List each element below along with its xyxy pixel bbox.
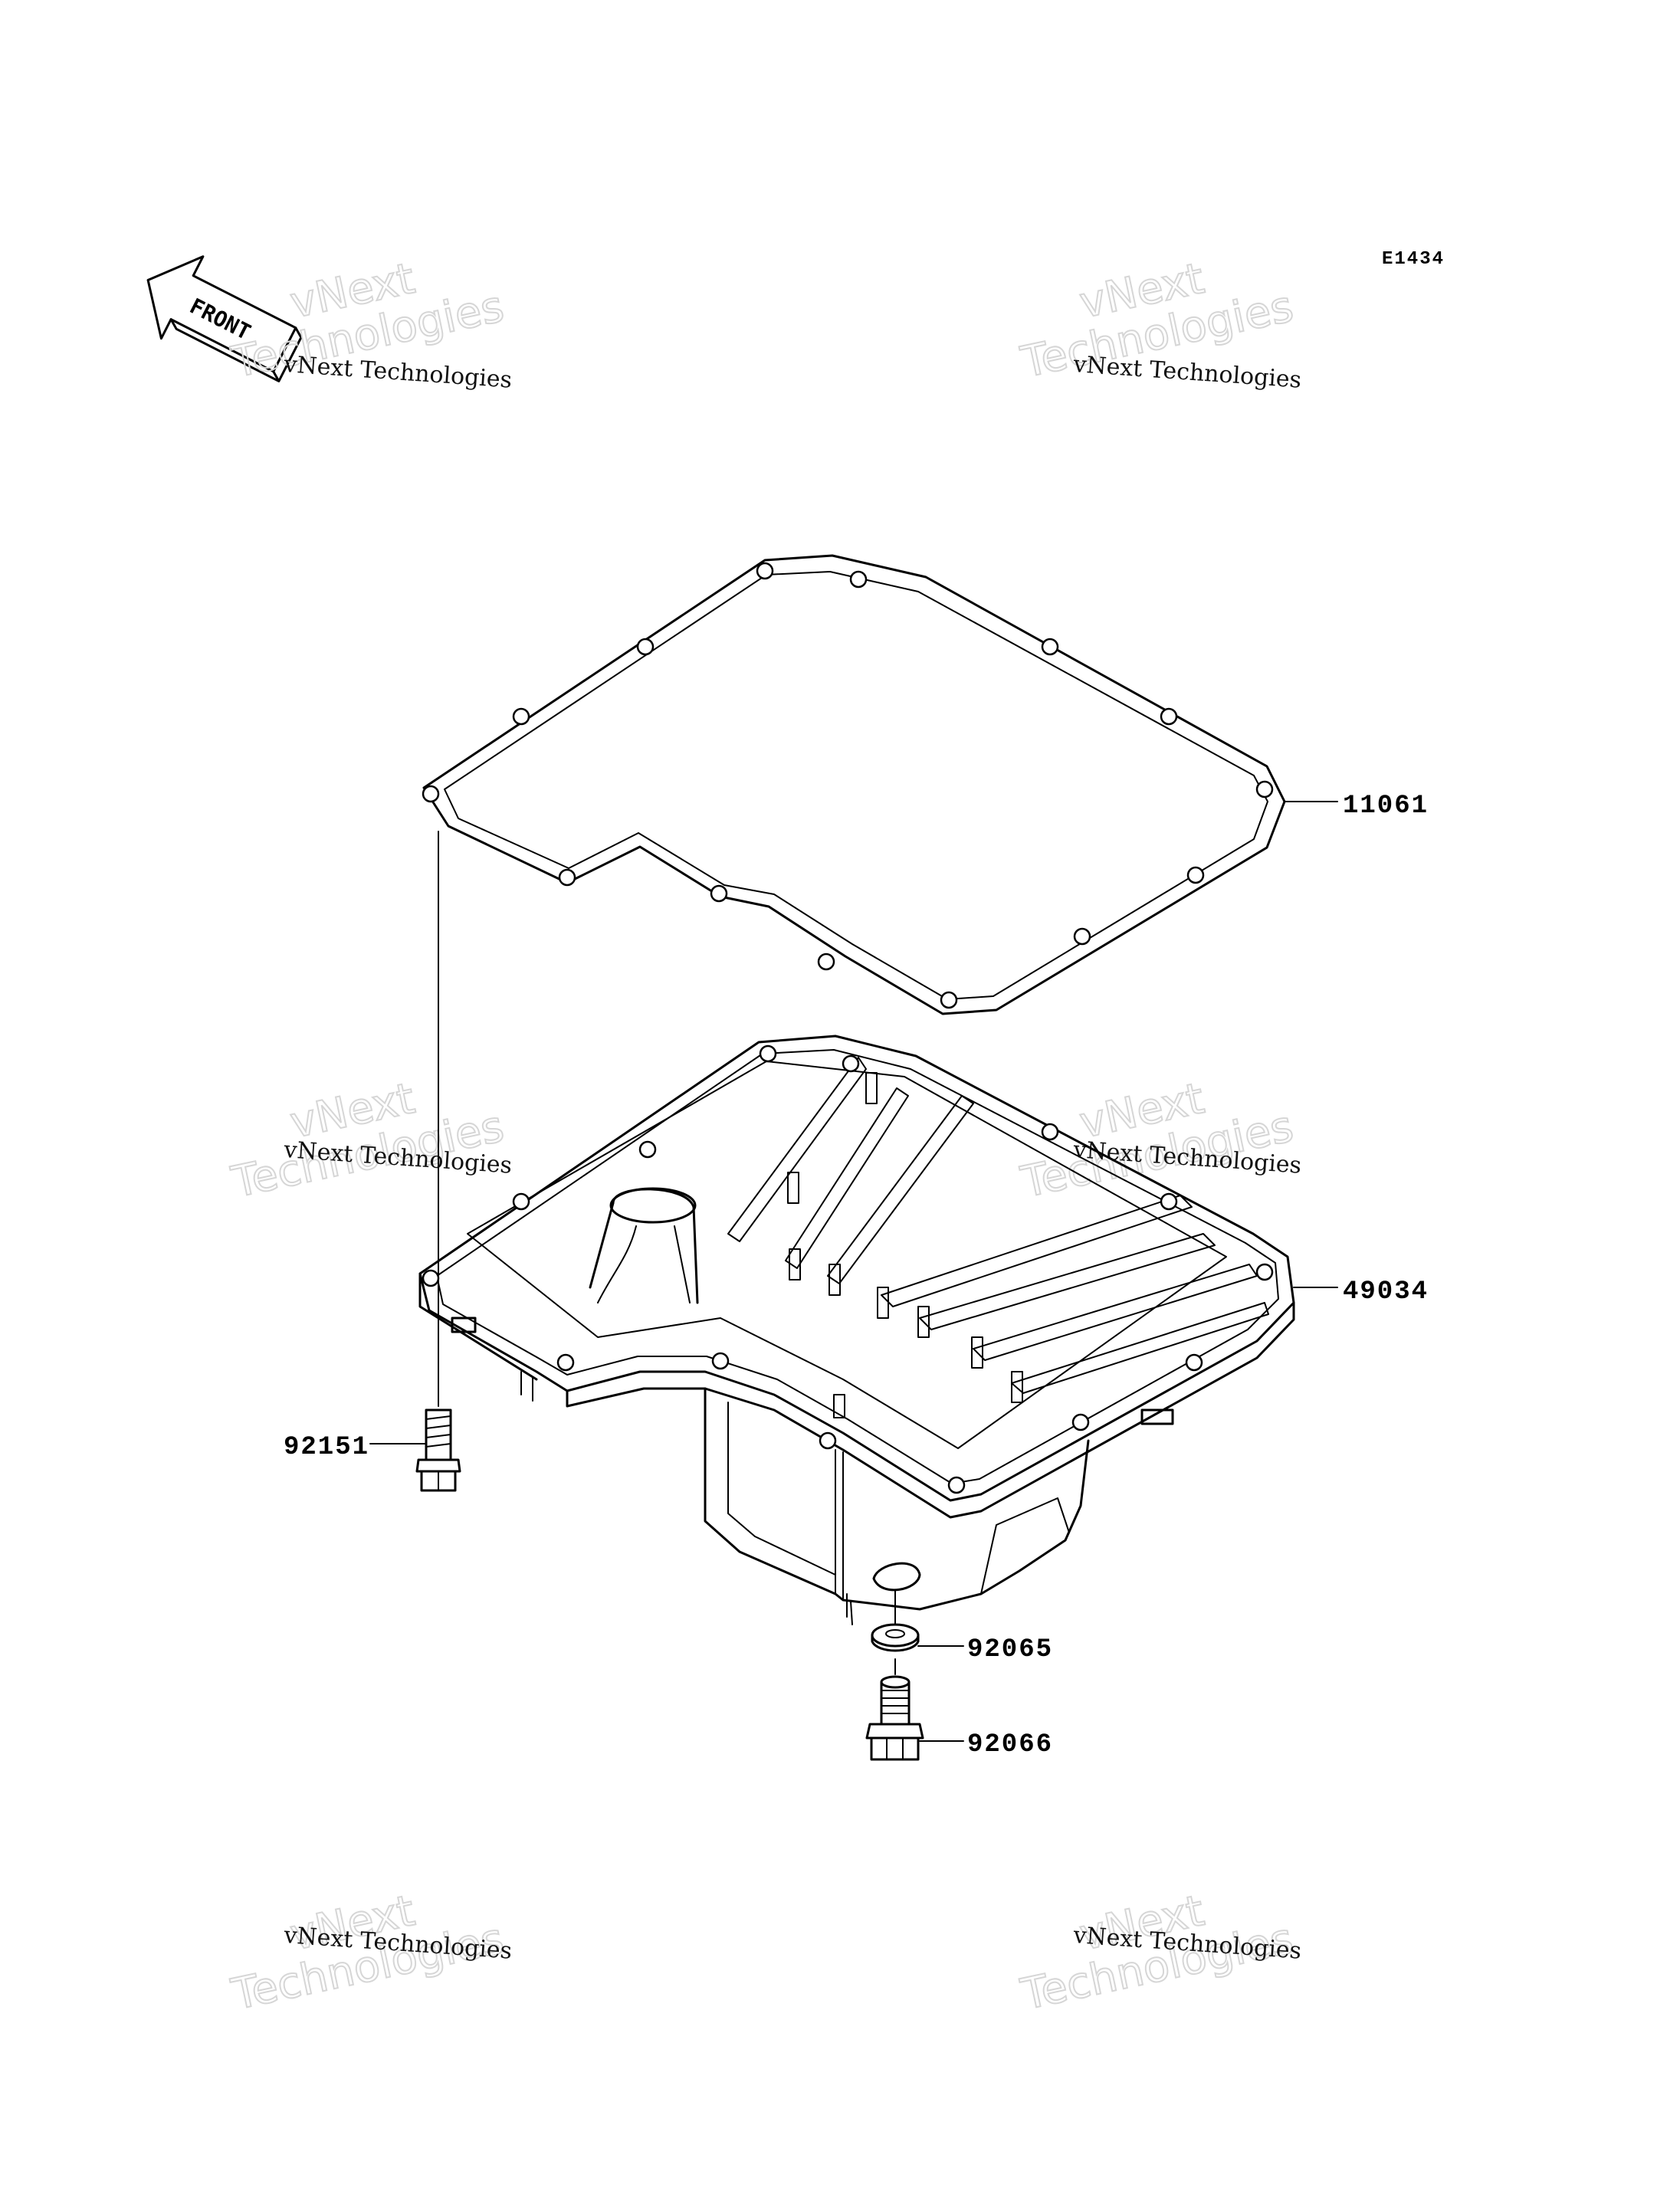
svg-text:vNext Technologies: vNext Technologies [282, 351, 513, 394]
gasket-part[interactable] [422, 554, 1286, 1015]
watermark-bottom-right: vNext Technologies vNext Technologies [1016, 1885, 1303, 2021]
watermark-top-left: vNext Technologies vNext Technologies [227, 253, 514, 394]
bolt-part[interactable] [415, 831, 461, 1492]
part-number-washer[interactable]: 92065 [967, 1635, 1053, 1664]
washer-part[interactable] [871, 1589, 920, 1652]
oil-pan-part[interactable] [418, 1035, 1295, 1625]
watermark-bottom-left: vNext Technologies vNext Technologies [227, 1885, 514, 2021]
part-number-drain-plug[interactable]: 92066 [967, 1730, 1053, 1759]
svg-text:vNext Technologies: vNext Technologies [1071, 351, 1302, 394]
watermark-middle-left: vNext Technologies vNext Technologies [227, 1073, 514, 1208]
leader-lines [369, 801, 1338, 1742]
watermark-top-right: vNext Technologies vNext Technologies [1016, 253, 1303, 394]
drain-plug-part[interactable] [865, 1658, 924, 1761]
diagram-code: E1434 [1382, 249, 1445, 270]
part-number-oil-pan[interactable]: 49034 [1343, 1277, 1429, 1307]
part-number-gasket[interactable]: 11061 [1343, 792, 1429, 821]
part-number-bolt[interactable]: 92151 [284, 1433, 369, 1462]
